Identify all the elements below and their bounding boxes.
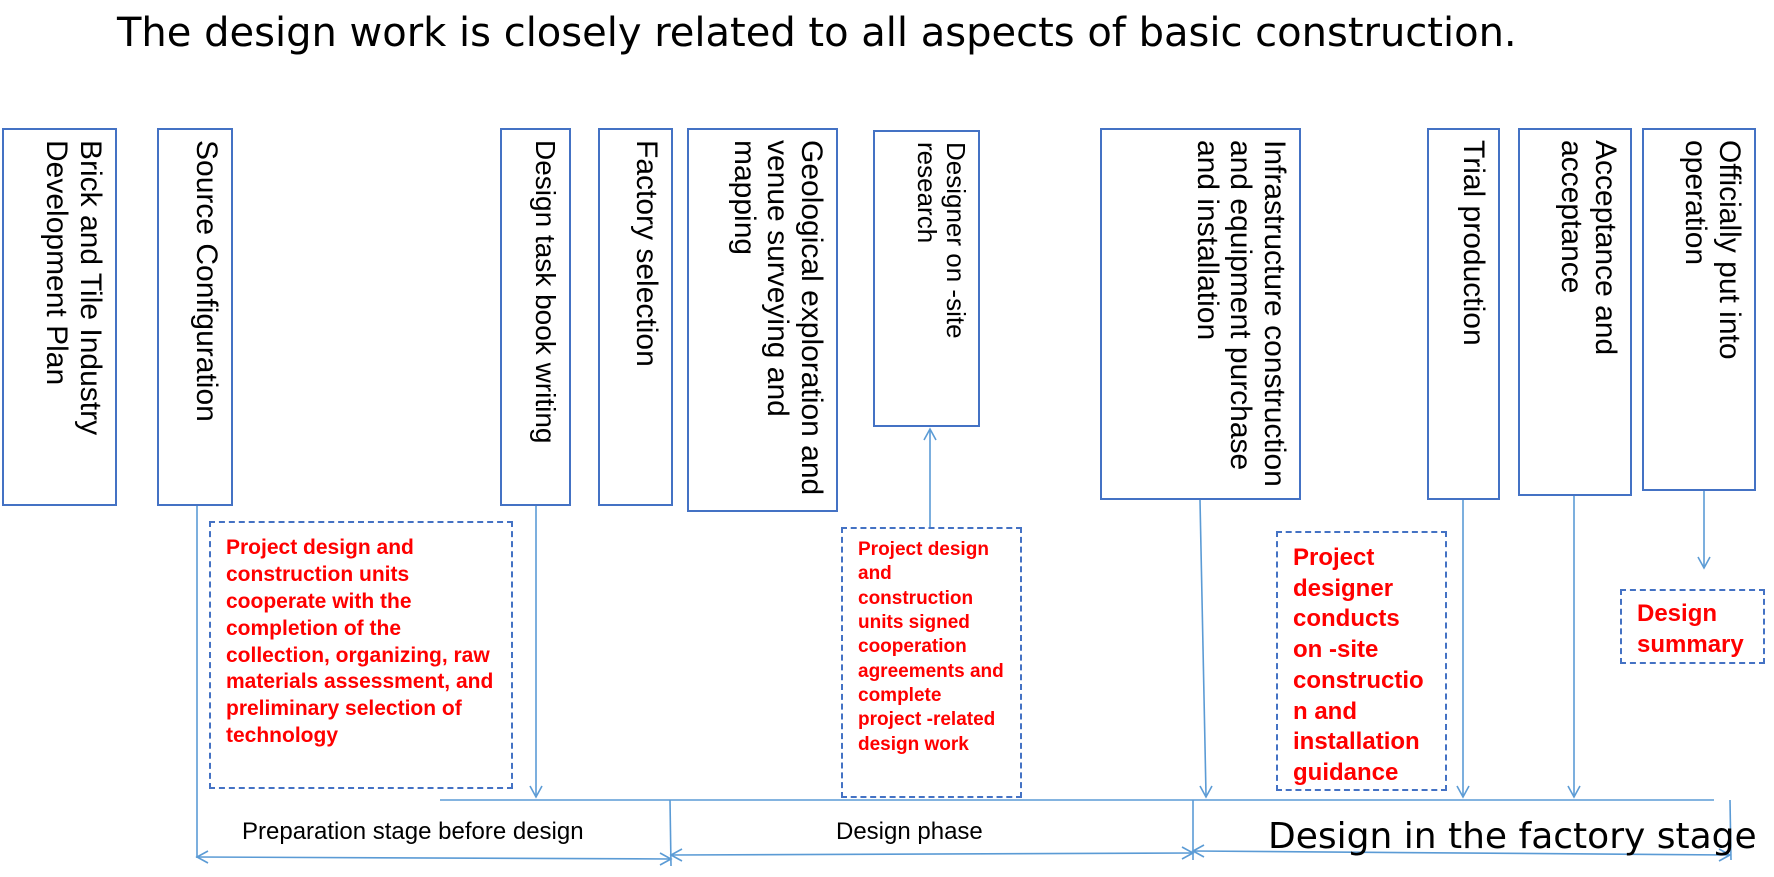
box-trial-production: Trial production (1427, 128, 1500, 500)
stage-preparation-label: Preparation stage before design (242, 818, 584, 845)
box-industry-plan: Brick and Tile Industry Development Plan (2, 128, 117, 506)
diagram-title: The design work is closely related to al… (117, 10, 1517, 56)
box-design-task-book: Design task book writing (500, 128, 571, 506)
box-put-into-operation: Officially put into operation (1642, 128, 1756, 491)
box-factory-selection: Factory selection (598, 128, 673, 506)
stage-factory-label: Design in the factory stage (1268, 816, 1757, 857)
note-onsite-guidance: Project designer conducts on -site const… (1276, 531, 1447, 791)
box-designer-research: Designer on -site research (873, 130, 980, 427)
note-design-summary: Design summary (1620, 589, 1765, 664)
box-geological-exploration: Geological exploration and venue surveyi… (687, 128, 838, 512)
stage-design-phase-label: Design phase (836, 818, 983, 845)
box-acceptance: Acceptance and acceptance (1518, 128, 1632, 496)
note-preparation: Project design and construction units co… (209, 521, 513, 789)
note-design-phase: Project design and construction units si… (841, 527, 1022, 798)
box-infrastructure-construction: Infrastructure construction and equipmen… (1100, 128, 1301, 500)
box-source-configuration: Source Configuration (157, 128, 233, 506)
